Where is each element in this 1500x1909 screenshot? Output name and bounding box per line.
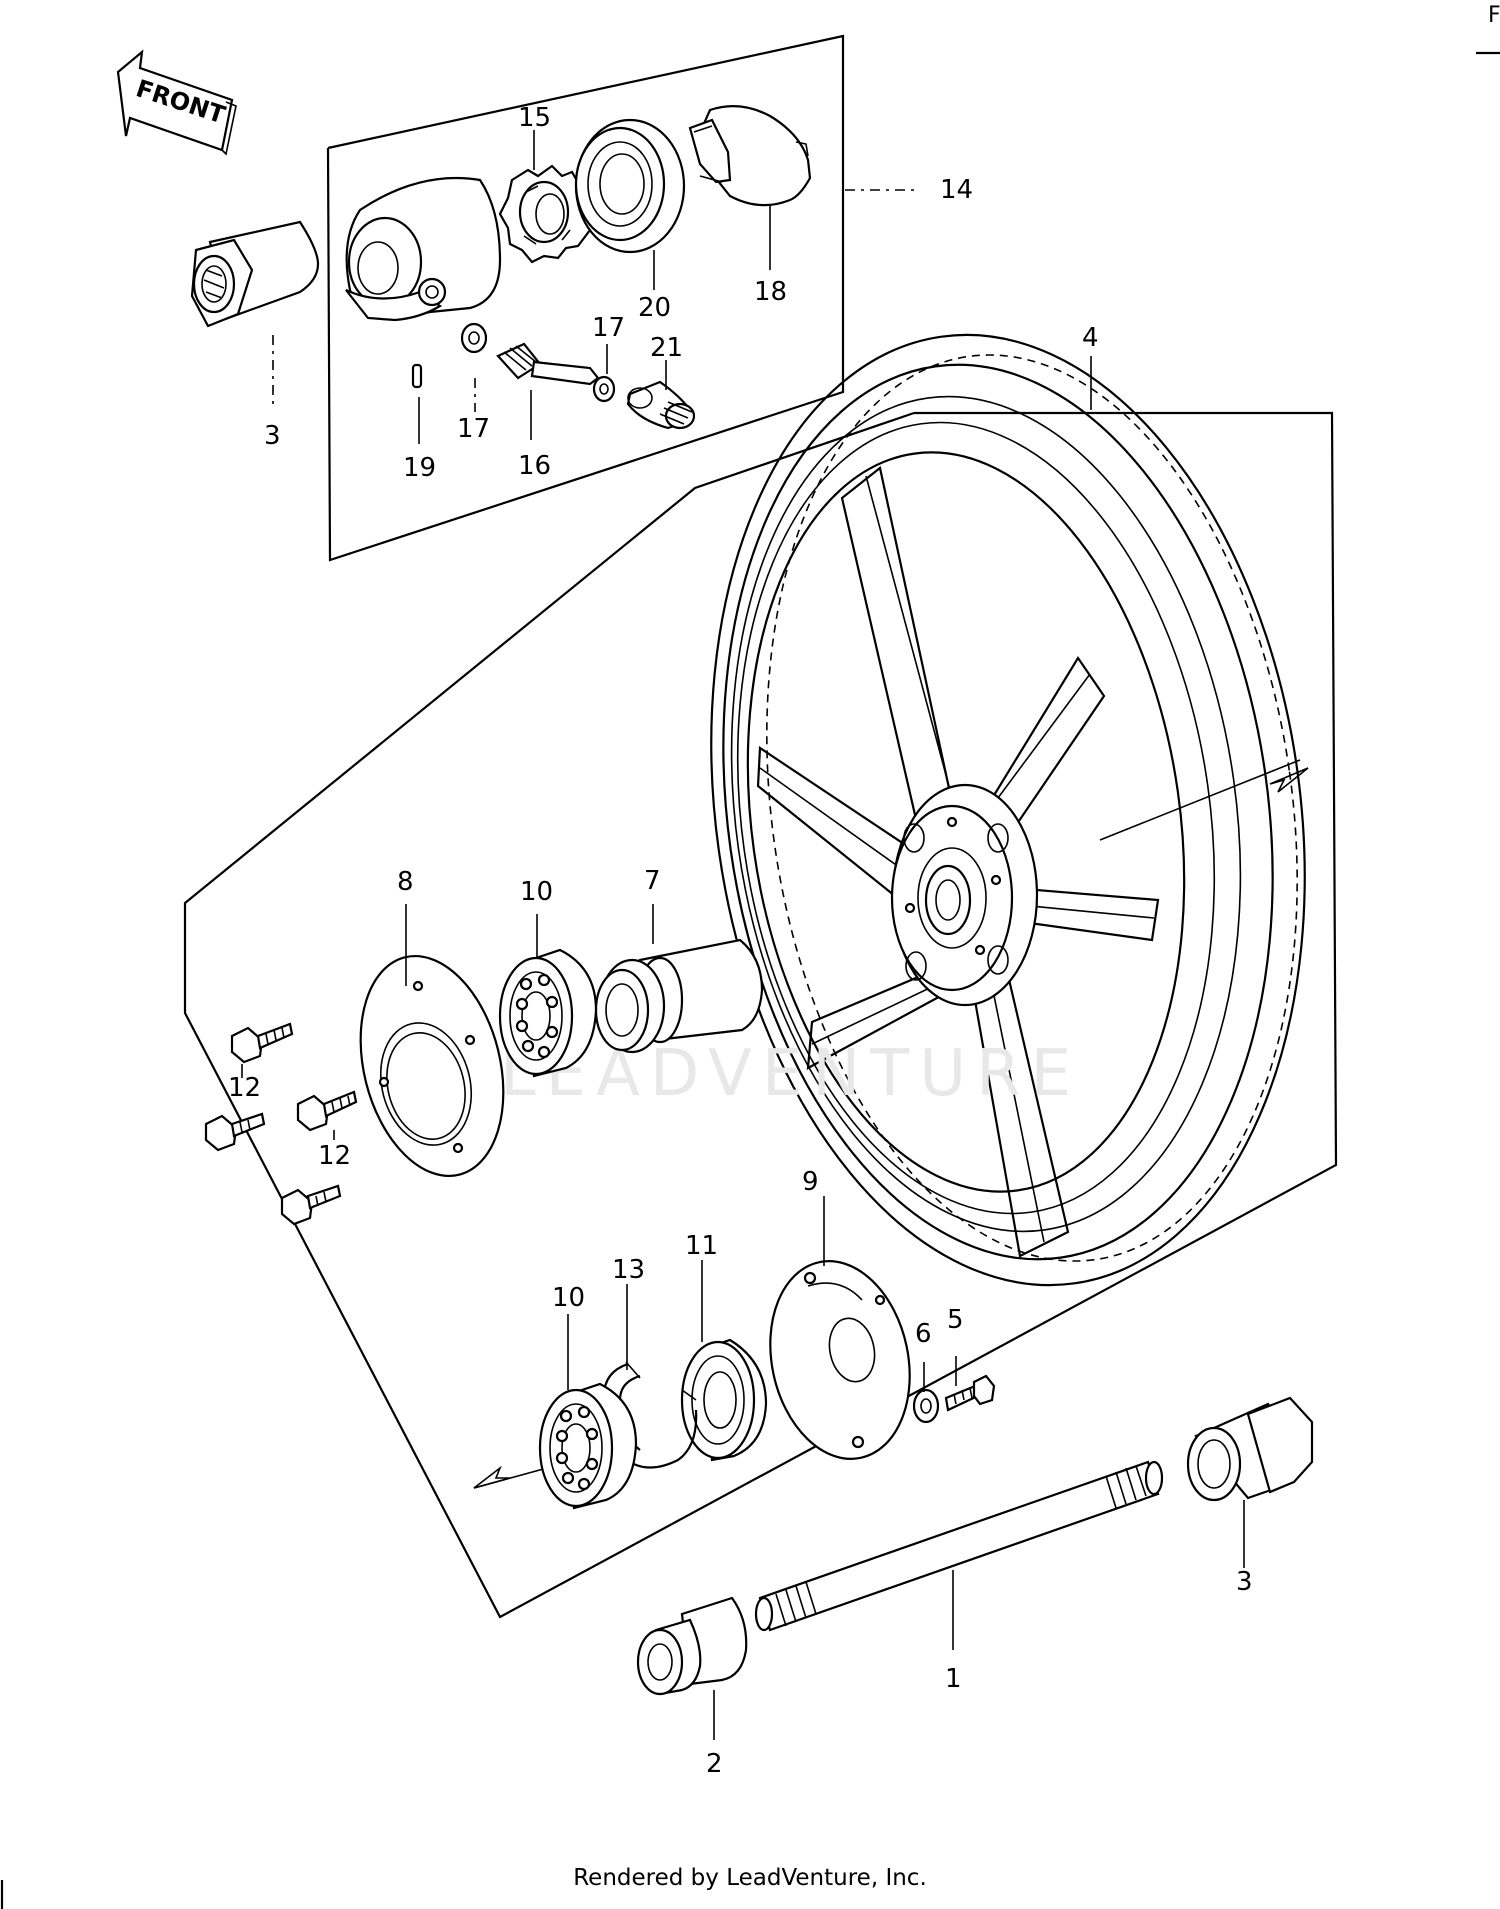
leader-lines [241, 130, 1245, 1740]
callout-7: 7 [644, 866, 661, 896]
callout-6: 6 [915, 1319, 932, 1349]
wheel-bearing-lower [538, 1382, 638, 1510]
speedometer-gear-housing [345, 176, 502, 322]
callout-14: 14 [940, 175, 973, 205]
callout-9: 9 [802, 1167, 819, 1197]
callout-8: 8 [397, 867, 414, 897]
watermark: LEADVENTURE [500, 1037, 1081, 1111]
speedometer-gear [498, 164, 592, 264]
callout-16: 16 [518, 451, 551, 481]
assembly-direction-arrow-upper [1099, 759, 1309, 841]
front-direction-arrow: FRONT [116, 49, 237, 156]
callout-3-bottom: 3 [1236, 1567, 1253, 1597]
washer-lower [460, 322, 488, 354]
callout-21: 21 [650, 333, 683, 363]
callout-12-left: 12 [228, 1073, 261, 1103]
plate-bolt-4 [280, 1184, 342, 1226]
plate-bolt-1 [230, 1022, 294, 1064]
speedometer-retainer-plate [688, 105, 812, 207]
footer-credit: Rendered by LeadVenture, Inc. [573, 1865, 927, 1891]
pin [411, 363, 423, 389]
wheel-hub [890, 783, 1039, 1007]
speedometer-bearing [574, 118, 686, 254]
axle-spacer [636, 1596, 748, 1696]
speedometer-pinion-shaft [496, 342, 600, 386]
pinion-bushing [626, 380, 696, 430]
hub-cover-plate [359, 954, 505, 1178]
callout-12-right: 12 [318, 1141, 351, 1171]
callout-1: 1 [945, 1664, 962, 1694]
side-plate-bolt [944, 1374, 996, 1412]
callout-3-top: 3 [264, 421, 281, 451]
axle-nut-top [190, 220, 320, 328]
plate-bolt-2 [204, 1112, 266, 1152]
callout-13: 13 [612, 1255, 645, 1285]
hub-side-plate [769, 1260, 911, 1460]
callout-10-lower: 10 [552, 1283, 585, 1313]
wheel-bearing-upper [498, 948, 598, 1078]
plate-bolt-3 [296, 1090, 358, 1132]
callout-11: 11 [685, 1231, 718, 1261]
cast-wheel-rim [710, 333, 1306, 1287]
callout-5: 5 [947, 1305, 964, 1335]
callout-20: 20 [638, 293, 671, 323]
washer-upper [592, 375, 616, 403]
front-axle [754, 1460, 1164, 1632]
callout-17-lower: 17 [457, 414, 490, 444]
wheel-assembly-frame [183, 411, 1338, 1619]
side-plate-washer [912, 1388, 940, 1424]
corner-label: F [1488, 3, 1500, 28]
callout-10-upper: 10 [520, 877, 553, 907]
callout-17-upper: 17 [592, 313, 625, 343]
callout-2: 2 [706, 1749, 723, 1779]
callout-15: 15 [518, 103, 551, 133]
speedometer-gear-group-frame [326, 34, 845, 562]
axle-nut-bottom [1186, 1396, 1314, 1502]
distance-collar [594, 938, 764, 1054]
callout-18: 18 [754, 277, 787, 307]
callout-4: 4 [1082, 323, 1099, 353]
oil-seal [680, 1338, 768, 1462]
wheel-spokes [756, 466, 1160, 1258]
callout-19: 19 [403, 453, 436, 483]
